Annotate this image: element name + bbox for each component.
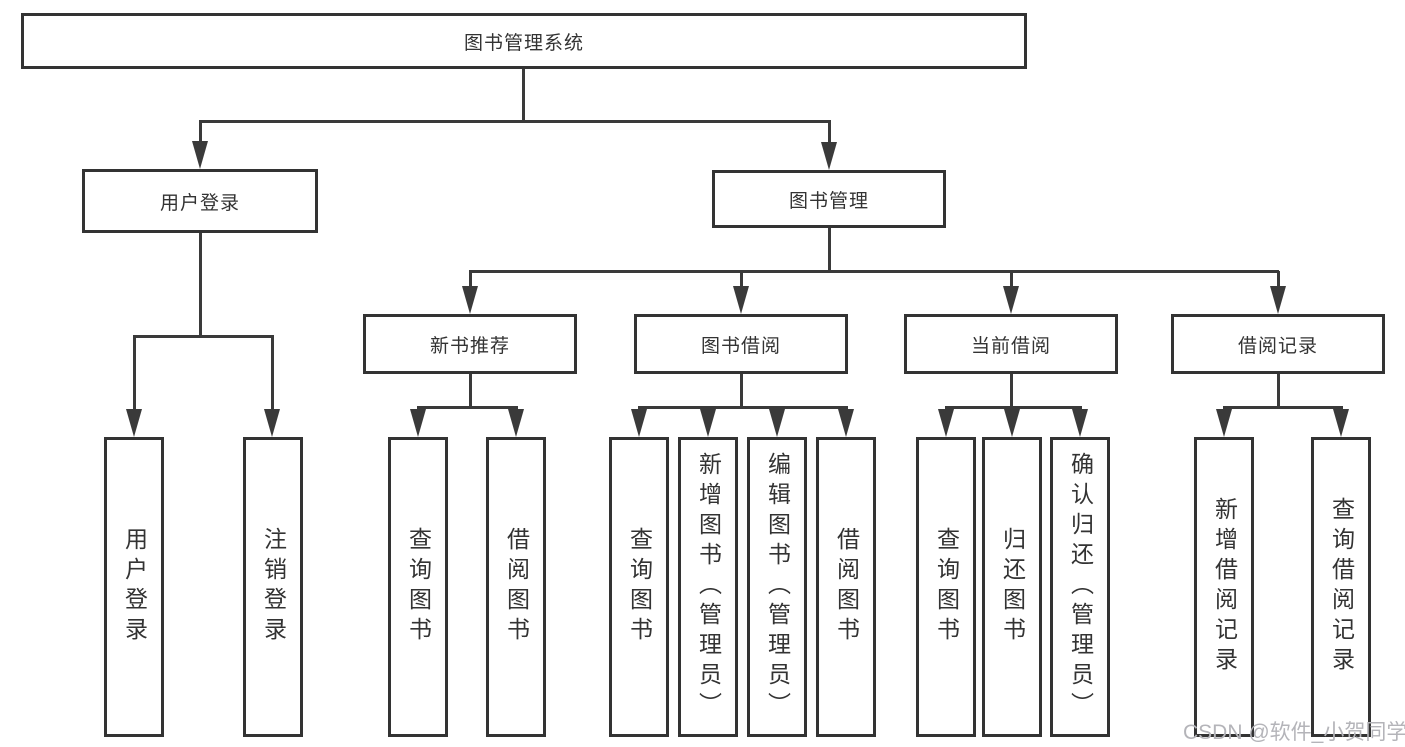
leaf-label: 新增借阅记录: [1211, 497, 1238, 677]
leaf-borrow-books-recommend: 借阅图书: [486, 437, 546, 737]
connector-v: [271, 337, 274, 413]
arrow-down-icon: [700, 409, 716, 437]
connector-h: [133, 335, 274, 338]
leaf-label: 用户登录: [121, 527, 148, 647]
node-current-borrow: 当前借阅: [904, 314, 1118, 374]
leaf-label: 确认归还（管理员）: [1067, 452, 1094, 722]
node-label: 图书借阅: [700, 335, 781, 357]
leaf-label: 编辑图书（管理员）: [764, 452, 791, 722]
arrow-down-icon: [126, 409, 142, 437]
connector-v: [199, 233, 202, 338]
leaf-borrow-books: 借阅图书: [816, 437, 876, 737]
arrow-down-icon: [769, 409, 785, 437]
connector-v: [522, 69, 525, 123]
connector-v: [828, 121, 831, 147]
arrow-down-icon: [410, 409, 426, 437]
leaf-query-books-borrow: 查询图书: [609, 437, 669, 737]
connector-v: [740, 271, 743, 289]
arrow-down-icon: [264, 409, 280, 437]
leaf-add-borrow-record: 新增借阅记录: [1194, 437, 1254, 737]
leaf-edit-book-admin: 编辑图书（管理员）: [747, 437, 807, 737]
node-book-borrow: 图书借阅: [634, 314, 848, 374]
connector-v: [740, 374, 743, 408]
connector-h: [199, 120, 831, 123]
leaf-return-book: 归还图书: [982, 437, 1042, 737]
leaf-user-login: 用户登录: [104, 437, 164, 737]
leaf-label: 查询借阅记录: [1328, 497, 1355, 677]
leaf-add-book-admin: 新增图书（管理员）: [678, 437, 738, 737]
node-new-book-recommend: 新书推荐: [363, 314, 577, 374]
node-label: 借阅记录: [1237, 335, 1318, 357]
arrow-down-icon: [821, 142, 837, 170]
leaf-label: 借阅图书: [503, 527, 530, 647]
leaf-label: 查询图书: [405, 527, 432, 647]
connector-v: [1010, 374, 1013, 408]
node-book-management: 图书管理: [712, 170, 946, 228]
leaf-query-books-current: 查询图书: [916, 437, 976, 737]
arrow-down-icon: [508, 409, 524, 437]
node-label: 图书管理系统: [463, 32, 584, 54]
connector-h: [417, 406, 518, 409]
connector-h: [1223, 406, 1343, 409]
node-label: 当前借阅: [970, 335, 1051, 357]
connector-v: [828, 228, 831, 273]
arrow-down-icon: [838, 409, 854, 437]
leaf-label: 查询图书: [626, 527, 653, 647]
leaf-confirm-return-admin: 确认归还（管理员）: [1050, 437, 1110, 737]
node-label: 图书管理: [788, 190, 869, 212]
connector-v: [1277, 374, 1280, 408]
arrow-down-icon: [631, 409, 647, 437]
arrow-down-icon: [1270, 286, 1286, 314]
node-borrow-records: 借阅记录: [1171, 314, 1385, 374]
leaf-logout: 注销登录: [243, 437, 303, 737]
node-library-system: 图书管理系统: [21, 13, 1027, 69]
node-label: 新书推荐: [429, 335, 510, 357]
leaf-label: 借阅图书: [833, 527, 860, 647]
arrow-down-icon: [462, 286, 478, 314]
arrow-down-icon: [938, 409, 954, 437]
arrow-down-icon: [733, 286, 749, 314]
connector-v: [133, 337, 136, 413]
leaf-label: 查询图书: [933, 527, 960, 647]
arrow-down-icon: [1004, 409, 1020, 437]
connector-h: [945, 406, 1082, 409]
connector-v: [199, 121, 202, 147]
leaf-label: 注销登录: [260, 527, 287, 647]
node-user-login: 用户登录: [82, 169, 318, 233]
connector-v: [469, 374, 472, 408]
arrow-down-icon: [192, 141, 208, 169]
arrow-down-icon: [1072, 409, 1088, 437]
watermark: CSDN @软件_小贺同学: [1183, 721, 1405, 744]
arrow-down-icon: [1216, 409, 1232, 437]
leaf-query-borrow-record: 查询借阅记录: [1311, 437, 1371, 737]
arrow-down-icon: [1333, 409, 1349, 437]
connector-h: [469, 270, 1279, 273]
connector-v: [1277, 271, 1280, 289]
leaf-label: 归还图书: [999, 527, 1026, 647]
connector-v: [1010, 271, 1013, 289]
node-label: 用户登录: [159, 192, 240, 214]
arrow-down-icon: [1003, 286, 1019, 314]
connector-v: [469, 271, 472, 289]
connector-h: [638, 406, 848, 409]
leaf-query-books-recommend: 查询图书: [388, 437, 448, 737]
leaf-label: 新增图书（管理员）: [695, 452, 722, 722]
